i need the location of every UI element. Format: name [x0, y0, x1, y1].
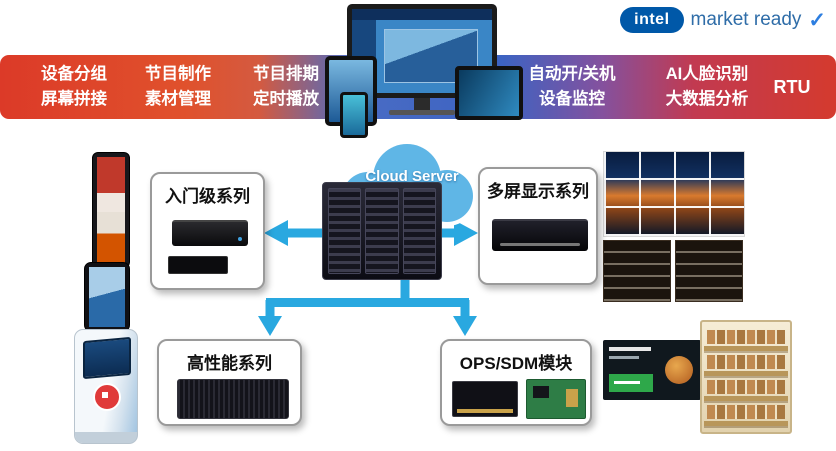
shelf-bar [704, 421, 788, 426]
banner-line: RTU [773, 76, 811, 97]
arrow-down-left-head [258, 316, 282, 336]
intel-market-ready-badge: intel market ready ✓ [620, 7, 826, 33]
arrow-left-stem [286, 228, 322, 238]
node-ops-sdm-module: OPS/SDM模块 [440, 339, 592, 426]
signage-totem-image [92, 152, 130, 268]
arrow-horizontal-split [266, 298, 469, 307]
kiosk-logo [93, 383, 121, 411]
menu-title-bar [609, 347, 651, 351]
multiscreen-player-image [492, 219, 588, 251]
market-ready-label: market ready [690, 9, 802, 30]
sdm-board-image [526, 379, 586, 419]
server-column [365, 188, 399, 274]
tablet-image-2 [455, 66, 523, 120]
kiosk-base [75, 432, 137, 443]
set-top-box-image [172, 220, 248, 246]
shelf-items-row [707, 405, 785, 419]
menu-boards-image [603, 240, 743, 302]
node-multiscreen-series: 多屏显示系列 [478, 167, 598, 285]
banner-line: 设备分组 [41, 65, 107, 83]
server-rack-image [322, 182, 442, 280]
banner-line: 屏幕拼接 [41, 90, 107, 108]
monitor-base [389, 110, 455, 115]
ops-module-image [452, 381, 518, 417]
arrow-down-right-head [453, 316, 477, 336]
menu-subtitle-bar [609, 356, 639, 359]
node-label: 入门级系列 [165, 187, 250, 206]
shelf-items-row [707, 330, 785, 344]
banner-line: 节目制作 [145, 65, 211, 83]
node-label: 多屏显示系列 [487, 182, 589, 201]
banner-line: 大数据分析 [665, 90, 749, 108]
menu-green-block [609, 374, 653, 392]
video-wall-image [603, 151, 745, 237]
menu-board-panel [675, 240, 743, 302]
arrow-down-right-stem [460, 300, 470, 320]
banner-feature-auto-power: 自动开/关机 设备监控 [516, 55, 628, 119]
arrow-left-head [264, 220, 288, 246]
shelf-bar [704, 346, 788, 351]
node-label: 高性能系列 [187, 354, 272, 373]
check-icon: ✓ [808, 8, 826, 32]
high-performance-player-image [177, 379, 289, 419]
tablet-display-image [84, 262, 130, 332]
node-entry-series: 入门级系列 [150, 172, 265, 290]
monitor-stand [414, 98, 430, 110]
banner-line: 设备监控 [539, 90, 605, 108]
banner-feature-program-production: 节目制作 素材管理 [128, 55, 228, 119]
arrow-down-left-stem [265, 300, 275, 320]
banner-line: 节目排期 [253, 65, 319, 83]
tablet-screen [89, 267, 125, 327]
shelf-bar [704, 371, 788, 376]
banner-line: 自动开/关机 [528, 65, 616, 83]
server-column [328, 188, 362, 274]
phone-image [340, 92, 368, 138]
banner-feature-ai-face: AI人脸识别 大数据分析 [648, 55, 766, 119]
shelf-items-row [707, 355, 785, 369]
banner-feature-device-grouping: 设备分组 屏幕拼接 [24, 55, 124, 119]
cloud-server-label: Cloud Server [365, 168, 459, 185]
intel-logo: intel [620, 7, 684, 33]
banner-feature-rtu: RTU [762, 55, 822, 119]
shelf-items-row [707, 380, 785, 394]
menu-food-photo [665, 356, 693, 384]
mini-player-image [168, 256, 228, 274]
banner-line: AI人脸识别 [665, 65, 749, 83]
banner-feature-scheduling: 节目排期 定时播放 [236, 55, 336, 119]
kiosk-terminal-image [74, 329, 138, 444]
management-console-devices [325, 4, 523, 138]
node-performance-series: 高性能系列 [157, 339, 302, 426]
server-column [402, 188, 436, 274]
menu-board-panel [603, 240, 671, 302]
digital-menu-screen-image [603, 340, 701, 400]
banner-line: 定时播放 [253, 90, 319, 108]
retail-shelf-image [700, 320, 792, 434]
node-label: OPS/SDM模块 [459, 354, 573, 373]
shelf-bar [704, 396, 788, 401]
banner-line: 素材管理 [145, 90, 211, 108]
kiosk-screen [83, 336, 131, 380]
totem-screen [97, 157, 125, 263]
